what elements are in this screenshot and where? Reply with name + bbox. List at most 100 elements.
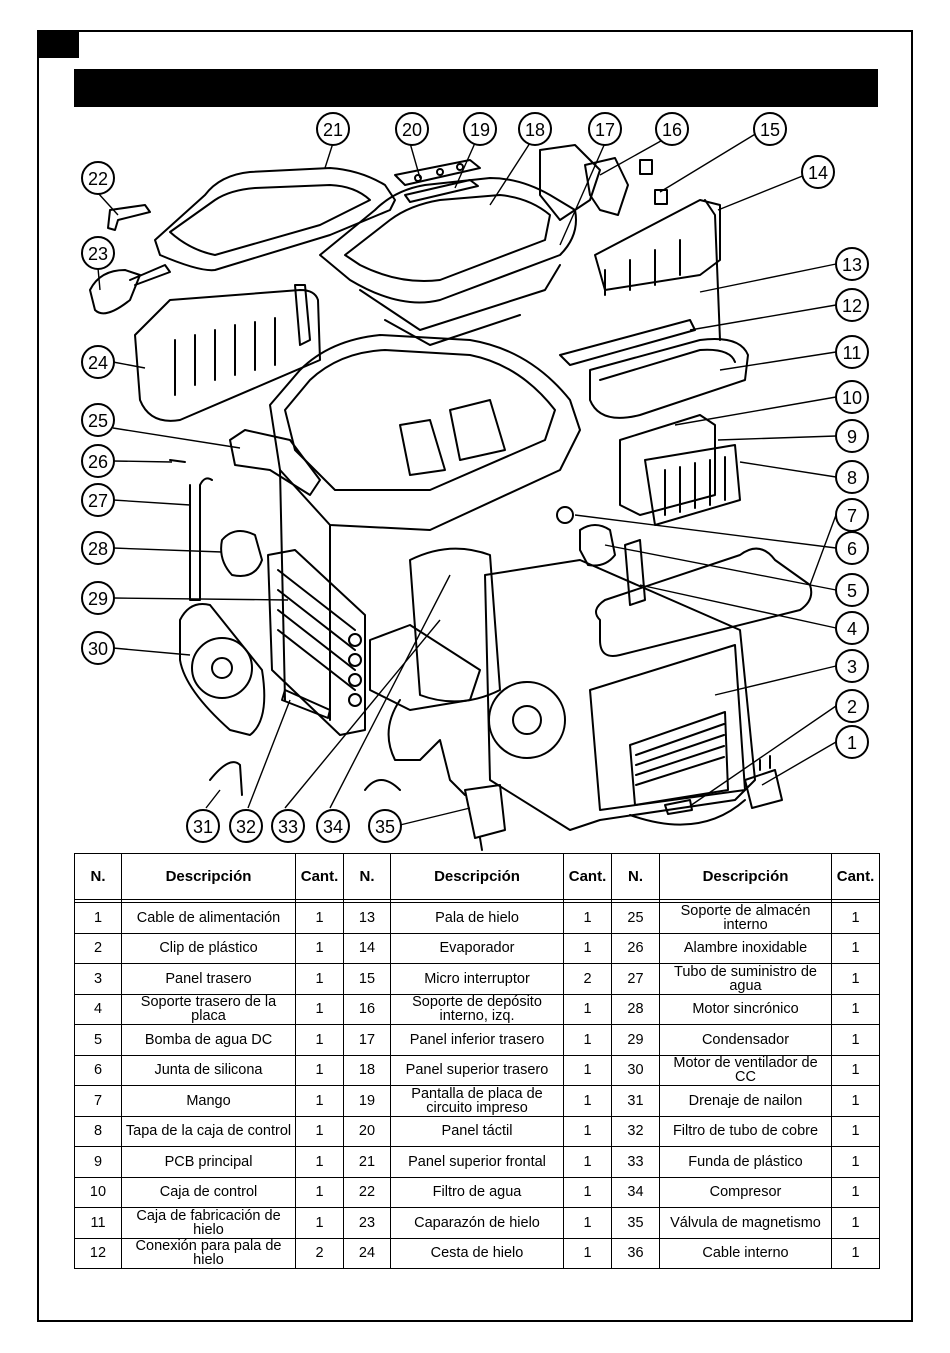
callout-33: 33 <box>271 809 305 843</box>
svg-text:12: 12 <box>842 296 862 316</box>
part-quantity: 1 <box>831 932 880 964</box>
callout-26: 26 <box>81 444 115 478</box>
inner-storage-bracket-part <box>229 429 321 496</box>
part-quantity: 1 <box>563 1115 612 1147</box>
callout-9: 9 <box>835 419 869 453</box>
part-quantity: 2 <box>295 1237 344 1269</box>
callout-4: 4 <box>835 611 869 645</box>
part-number: 1 <box>74 902 122 934</box>
ice-making-box-part <box>589 338 749 419</box>
callout-2: 2 <box>835 689 869 723</box>
part-quantity: 1 <box>563 993 612 1025</box>
touch-panel-part <box>394 159 481 186</box>
part-number: 18 <box>343 1054 391 1086</box>
part-quantity: 2 <box>563 963 612 995</box>
svg-text:19: 19 <box>470 120 490 140</box>
svg-text:9: 9 <box>847 427 857 447</box>
part-number: 33 <box>611 1146 660 1178</box>
dc-fan-motor-part <box>179 603 266 736</box>
part-description: Compresor <box>659 1176 832 1208</box>
compressor-part <box>409 547 501 703</box>
svg-text:8: 8 <box>847 468 857 488</box>
callout-19: 19 <box>463 112 497 146</box>
callout-5: 5 <box>835 573 869 607</box>
part-quantity: 1 <box>563 1024 612 1056</box>
part-quantity: 1 <box>831 993 880 1025</box>
control-box-cover-part <box>644 444 741 526</box>
callout-30: 30 <box>81 631 115 665</box>
part-number: 12 <box>74 1237 122 1269</box>
svg-text:27: 27 <box>88 491 108 511</box>
nylon-drain-part <box>209 761 243 796</box>
callout-24: 24 <box>81 345 115 379</box>
callout-13: 13 <box>835 247 869 281</box>
part-quantity: 1 <box>831 963 880 995</box>
spacer-cell <box>831 899 880 903</box>
parts-table: N. Descripción Cant. N. Descripción Cant… <box>74 853 880 1269</box>
part-number: 5 <box>74 1024 122 1056</box>
callout-32: 32 <box>229 809 263 843</box>
part-description: Pantalla de placa de circuito impreso <box>390 1085 564 1117</box>
part-quantity: 1 <box>831 1054 880 1086</box>
callout-16: 16 <box>655 112 689 146</box>
part-quantity: 1 <box>295 1085 344 1117</box>
corner-tab <box>37 30 79 58</box>
pcb-screen-part <box>404 179 479 203</box>
exploded-view-diagram: 1 2 3 4 5 6 7 8 9 10 11 12 13 14 15 16 1… <box>81 112 869 851</box>
callout-35: 35 <box>368 809 402 843</box>
part-number: 2 <box>74 932 122 964</box>
svg-text:10: 10 <box>842 388 862 408</box>
header-number: N. <box>74 853 122 900</box>
svg-text:35: 35 <box>375 817 395 837</box>
front-top-panel-part <box>154 167 396 272</box>
part-description: Tubo de suministro de agua <box>659 963 832 995</box>
callout-18: 18 <box>518 112 552 146</box>
svg-text:26: 26 <box>88 452 108 472</box>
svg-text:25: 25 <box>88 411 108 431</box>
part-description: Soporte de depósito interno, izq. <box>390 993 564 1025</box>
part-description: Panel táctil <box>390 1115 564 1147</box>
svg-text:11: 11 <box>843 343 862 363</box>
callout-25: 25 <box>81 403 115 437</box>
part-description: PCB principal <box>121 1146 296 1178</box>
callout-14: 14 <box>801 155 835 189</box>
svg-text:28: 28 <box>88 539 108 559</box>
callout-21: 21 <box>316 112 350 146</box>
part-number: 22 <box>343 1176 391 1208</box>
water-supply-tube-part <box>189 477 213 601</box>
part-description: Drenaje de nailon <box>659 1085 832 1117</box>
part-number: 15 <box>343 963 391 995</box>
part-description: Panel superior trasero <box>390 1054 564 1086</box>
svg-text:31: 31 <box>193 817 213 837</box>
part-description: Cesta de hielo <box>390 1237 564 1269</box>
part-number: 14 <box>343 932 391 964</box>
table-header-row: N. Descripción Cant. N. Descripción Cant… <box>74 853 880 900</box>
part-quantity: 1 <box>563 1176 612 1208</box>
part-description: Mango <box>121 1085 296 1117</box>
part-description: Conexión para pala de hielo <box>121 1237 296 1269</box>
callout-10: 10 <box>835 380 869 414</box>
callout-8: 8 <box>835 460 869 494</box>
callout-34: 34 <box>316 809 350 843</box>
svg-text:32: 32 <box>236 817 256 837</box>
header-description: Descripción <box>121 853 296 900</box>
header-quantity: Cant. <box>831 853 880 900</box>
part-quantity: 1 <box>563 1085 612 1117</box>
part-description: Condensador <box>659 1024 832 1056</box>
part-description: Motor sincrónico <box>659 993 832 1025</box>
svg-text:15: 15 <box>760 120 780 140</box>
callout-1: 1 <box>835 725 869 759</box>
water-filter-part <box>107 204 151 231</box>
header-number: N. <box>611 853 660 900</box>
svg-text:13: 13 <box>842 255 862 275</box>
part-number: 9 <box>74 1146 122 1178</box>
svg-text:6: 6 <box>847 539 857 559</box>
part-number: 28 <box>611 993 660 1025</box>
part-quantity: 1 <box>295 963 344 995</box>
part-quantity: 1 <box>831 1146 880 1178</box>
header-quantity: Cant. <box>295 853 344 900</box>
